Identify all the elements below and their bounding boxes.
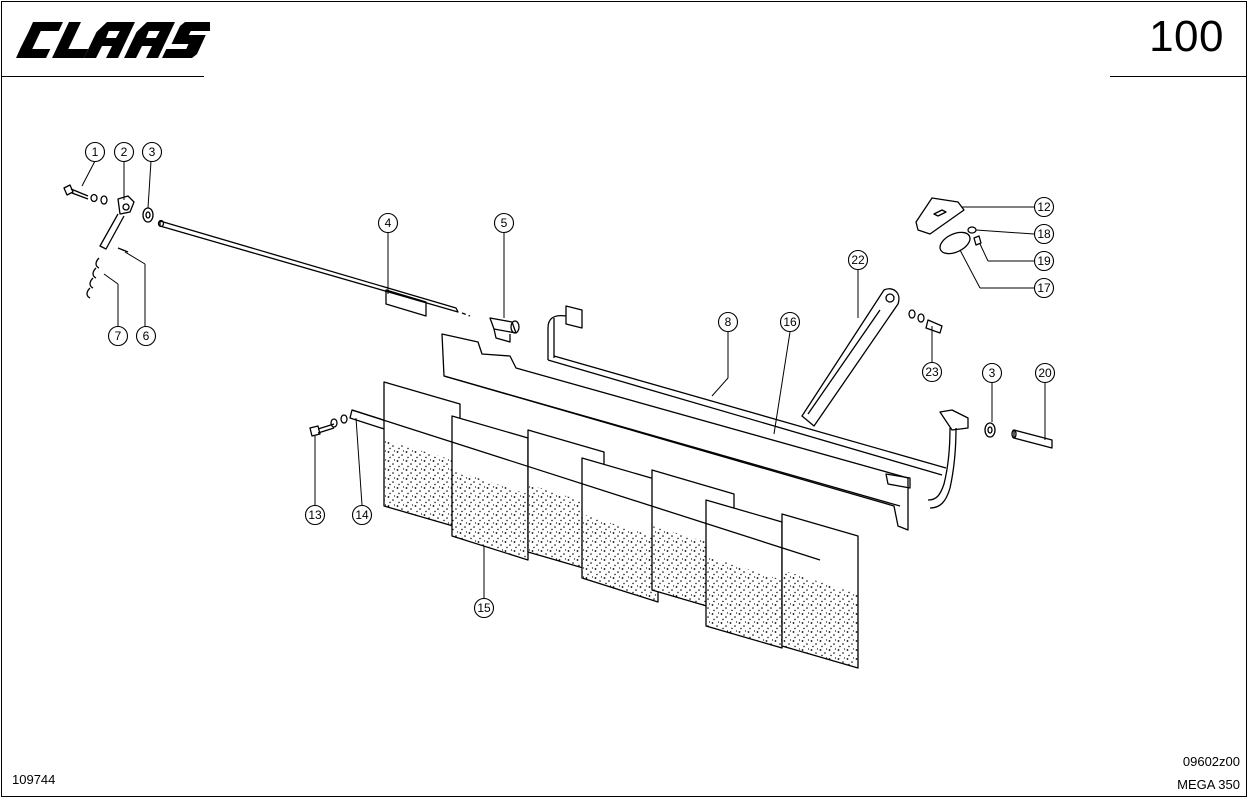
- svg-text:5: 5: [501, 216, 508, 230]
- leader-lines: [81, 160, 1046, 598]
- link-part-22: [801, 288, 943, 427]
- svg-text:8: 8: [725, 315, 732, 329]
- rod-part-4: [157, 219, 471, 317]
- callout-3-left: 3: [141, 141, 163, 163]
- svg-text:23: 23: [925, 365, 939, 379]
- drawing-number: 109744: [12, 772, 56, 787]
- callout-20: 20: [1034, 362, 1056, 384]
- svg-text:6: 6: [143, 329, 150, 343]
- svg-text:3: 3: [989, 366, 996, 380]
- svg-text:16: 16: [783, 315, 797, 329]
- callout-19: 19: [1033, 250, 1055, 272]
- callout-12: 12: [1033, 196, 1055, 218]
- svg-text:13: 13: [308, 508, 322, 522]
- svg-text:18: 18: [1037, 227, 1051, 241]
- svg-text:15: 15: [477, 601, 491, 615]
- svg-text:19: 19: [1037, 254, 1051, 268]
- strip-part-16: [441, 333, 911, 531]
- callout-5: 5: [493, 212, 515, 234]
- header-rule-left: [2, 76, 204, 77]
- callout-17: 17: [1033, 277, 1055, 299]
- callout-22: 22: [847, 249, 869, 271]
- page-number: 100: [1149, 12, 1224, 61]
- callout-23: 23: [921, 361, 943, 383]
- svg-text:7: 7: [115, 329, 122, 343]
- svg-text:2: 2: [121, 145, 128, 159]
- callout-4: 4: [377, 212, 399, 234]
- tube-part-8: [547, 305, 969, 509]
- reference-code: 09602z00: [1182, 754, 1240, 769]
- callout-3-right: 3: [981, 362, 1003, 384]
- svg-text:12: 12: [1037, 200, 1051, 214]
- callout-18: 18: [1033, 223, 1055, 245]
- svg-text:1: 1: [92, 145, 99, 159]
- plate-assembly: [915, 197, 982, 255]
- header-rule-right: [1110, 76, 1246, 77]
- callout-13: 13: [304, 504, 326, 526]
- model-label: MEGA 350: [1177, 777, 1240, 792]
- svg-text:14: 14: [355, 508, 369, 522]
- right-small-parts: [984, 422, 1053, 449]
- linkage-assembly: [63, 184, 154, 299]
- callout-8: 8: [717, 311, 739, 333]
- flaps-part-15: [351, 381, 859, 669]
- callout-14: 14: [351, 504, 373, 526]
- callout-15: 15: [473, 597, 495, 619]
- svg-text:22: 22: [851, 253, 865, 267]
- callout-2: 2: [113, 141, 135, 163]
- callout-7: 7: [107, 325, 129, 347]
- svg-text:4: 4: [385, 216, 392, 230]
- bracket-part-5: [489, 317, 520, 343]
- callout-16: 16: [779, 311, 801, 333]
- callout-6: 6: [135, 325, 157, 347]
- svg-text:20: 20: [1038, 366, 1052, 380]
- claas-logo: [16, 22, 210, 58]
- svg-text:3: 3: [149, 145, 156, 159]
- callout-1: 1: [84, 141, 106, 163]
- svg-text:17: 17: [1037, 281, 1051, 295]
